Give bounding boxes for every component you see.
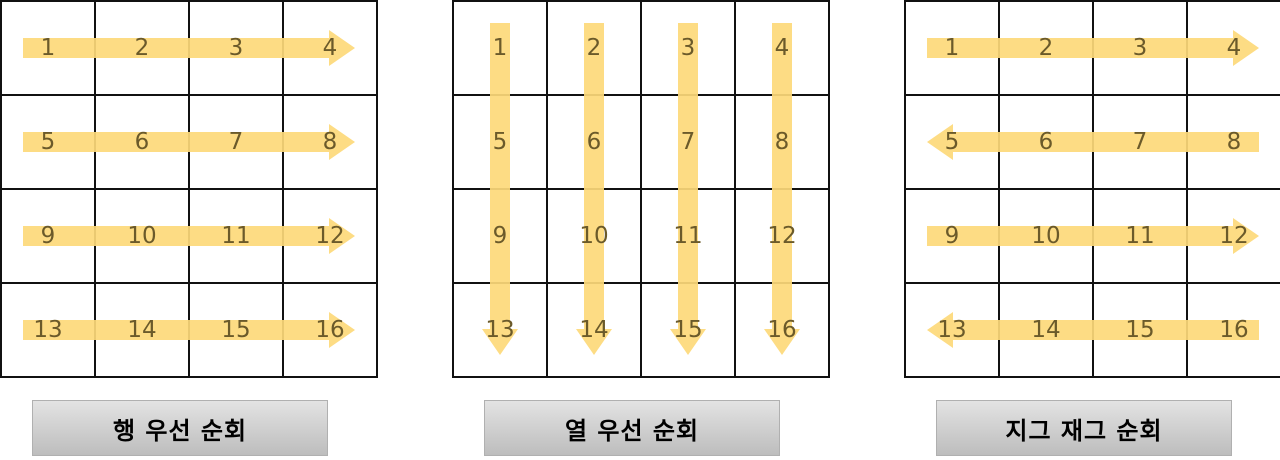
cell-number: 13: [937, 317, 966, 343]
cell-number: 9: [493, 223, 508, 249]
cell-number: 10: [1031, 223, 1060, 249]
cell-number: 15: [1125, 317, 1154, 343]
cell-number: 11: [673, 223, 702, 249]
cell-number: 12: [1219, 223, 1248, 249]
traversal-arrow-down: [576, 23, 612, 355]
cell-number: 5: [945, 129, 960, 155]
cell-number: 6: [135, 129, 150, 155]
cell-number: 14: [1031, 317, 1060, 343]
cell-number: 8: [775, 129, 790, 155]
cell-number: 10: [127, 223, 156, 249]
traversal-arrow-left: [927, 312, 1259, 348]
cell-number: 16: [315, 317, 344, 343]
cell-number: 16: [767, 317, 796, 343]
cell-number: 10: [579, 223, 608, 249]
traversal-arrow-right: [927, 30, 1259, 66]
cell-number: 2: [1039, 35, 1054, 61]
cell-number: 2: [135, 35, 150, 61]
cell-number: 16: [1219, 317, 1248, 343]
cell-number: 1: [41, 35, 56, 61]
cell-number: 9: [945, 223, 960, 249]
cell-number: 6: [1039, 129, 1054, 155]
cell-number: 8: [1227, 129, 1242, 155]
cell-number: 5: [493, 129, 508, 155]
traversal-arrow-down: [764, 23, 800, 355]
traversal-arrow-right: [23, 312, 355, 348]
cell-number: 11: [1125, 223, 1154, 249]
cell-number: 4: [775, 35, 790, 61]
traversal-arrow-left: [927, 124, 1259, 160]
cell-number: 1: [945, 35, 960, 61]
traversal-arrow-down: [670, 23, 706, 355]
cell-number: 13: [485, 317, 514, 343]
cell-number: 11: [221, 223, 250, 249]
traversal-arrow-right: [23, 30, 355, 66]
cell-number: 7: [681, 129, 696, 155]
traversal-arrow-right: [23, 124, 355, 160]
cell-number: 7: [1133, 129, 1148, 155]
traversal-arrow-right: [23, 218, 355, 254]
traversal-arrow-right: [927, 218, 1259, 254]
traversal-arrow-down: [482, 23, 518, 355]
cell-number: 5: [41, 129, 56, 155]
cell-number: 9: [41, 223, 56, 249]
cell-number: 15: [673, 317, 702, 343]
cell-number: 3: [229, 35, 244, 61]
cell-number: 3: [1133, 35, 1148, 61]
cell-number: 4: [1227, 35, 1242, 61]
cell-number: 12: [767, 223, 796, 249]
row-major-caption: 행 우선 순회: [32, 400, 328, 456]
cell-number: 12: [315, 223, 344, 249]
cell-number: 8: [323, 129, 338, 155]
zigzag-caption: 지그 재그 순회: [936, 400, 1232, 456]
column-major-caption: 열 우선 순회: [484, 400, 780, 456]
cell-number: 3: [681, 35, 696, 61]
cell-number: 1: [493, 35, 508, 61]
cell-number: 15: [221, 317, 250, 343]
cell-number: 6: [587, 129, 602, 155]
cell-number: 7: [229, 129, 244, 155]
cell-number: 2: [587, 35, 602, 61]
cell-number: 14: [127, 317, 156, 343]
cell-number: 14: [579, 317, 608, 343]
cell-number: 4: [323, 35, 338, 61]
cell-number: 13: [33, 317, 62, 343]
